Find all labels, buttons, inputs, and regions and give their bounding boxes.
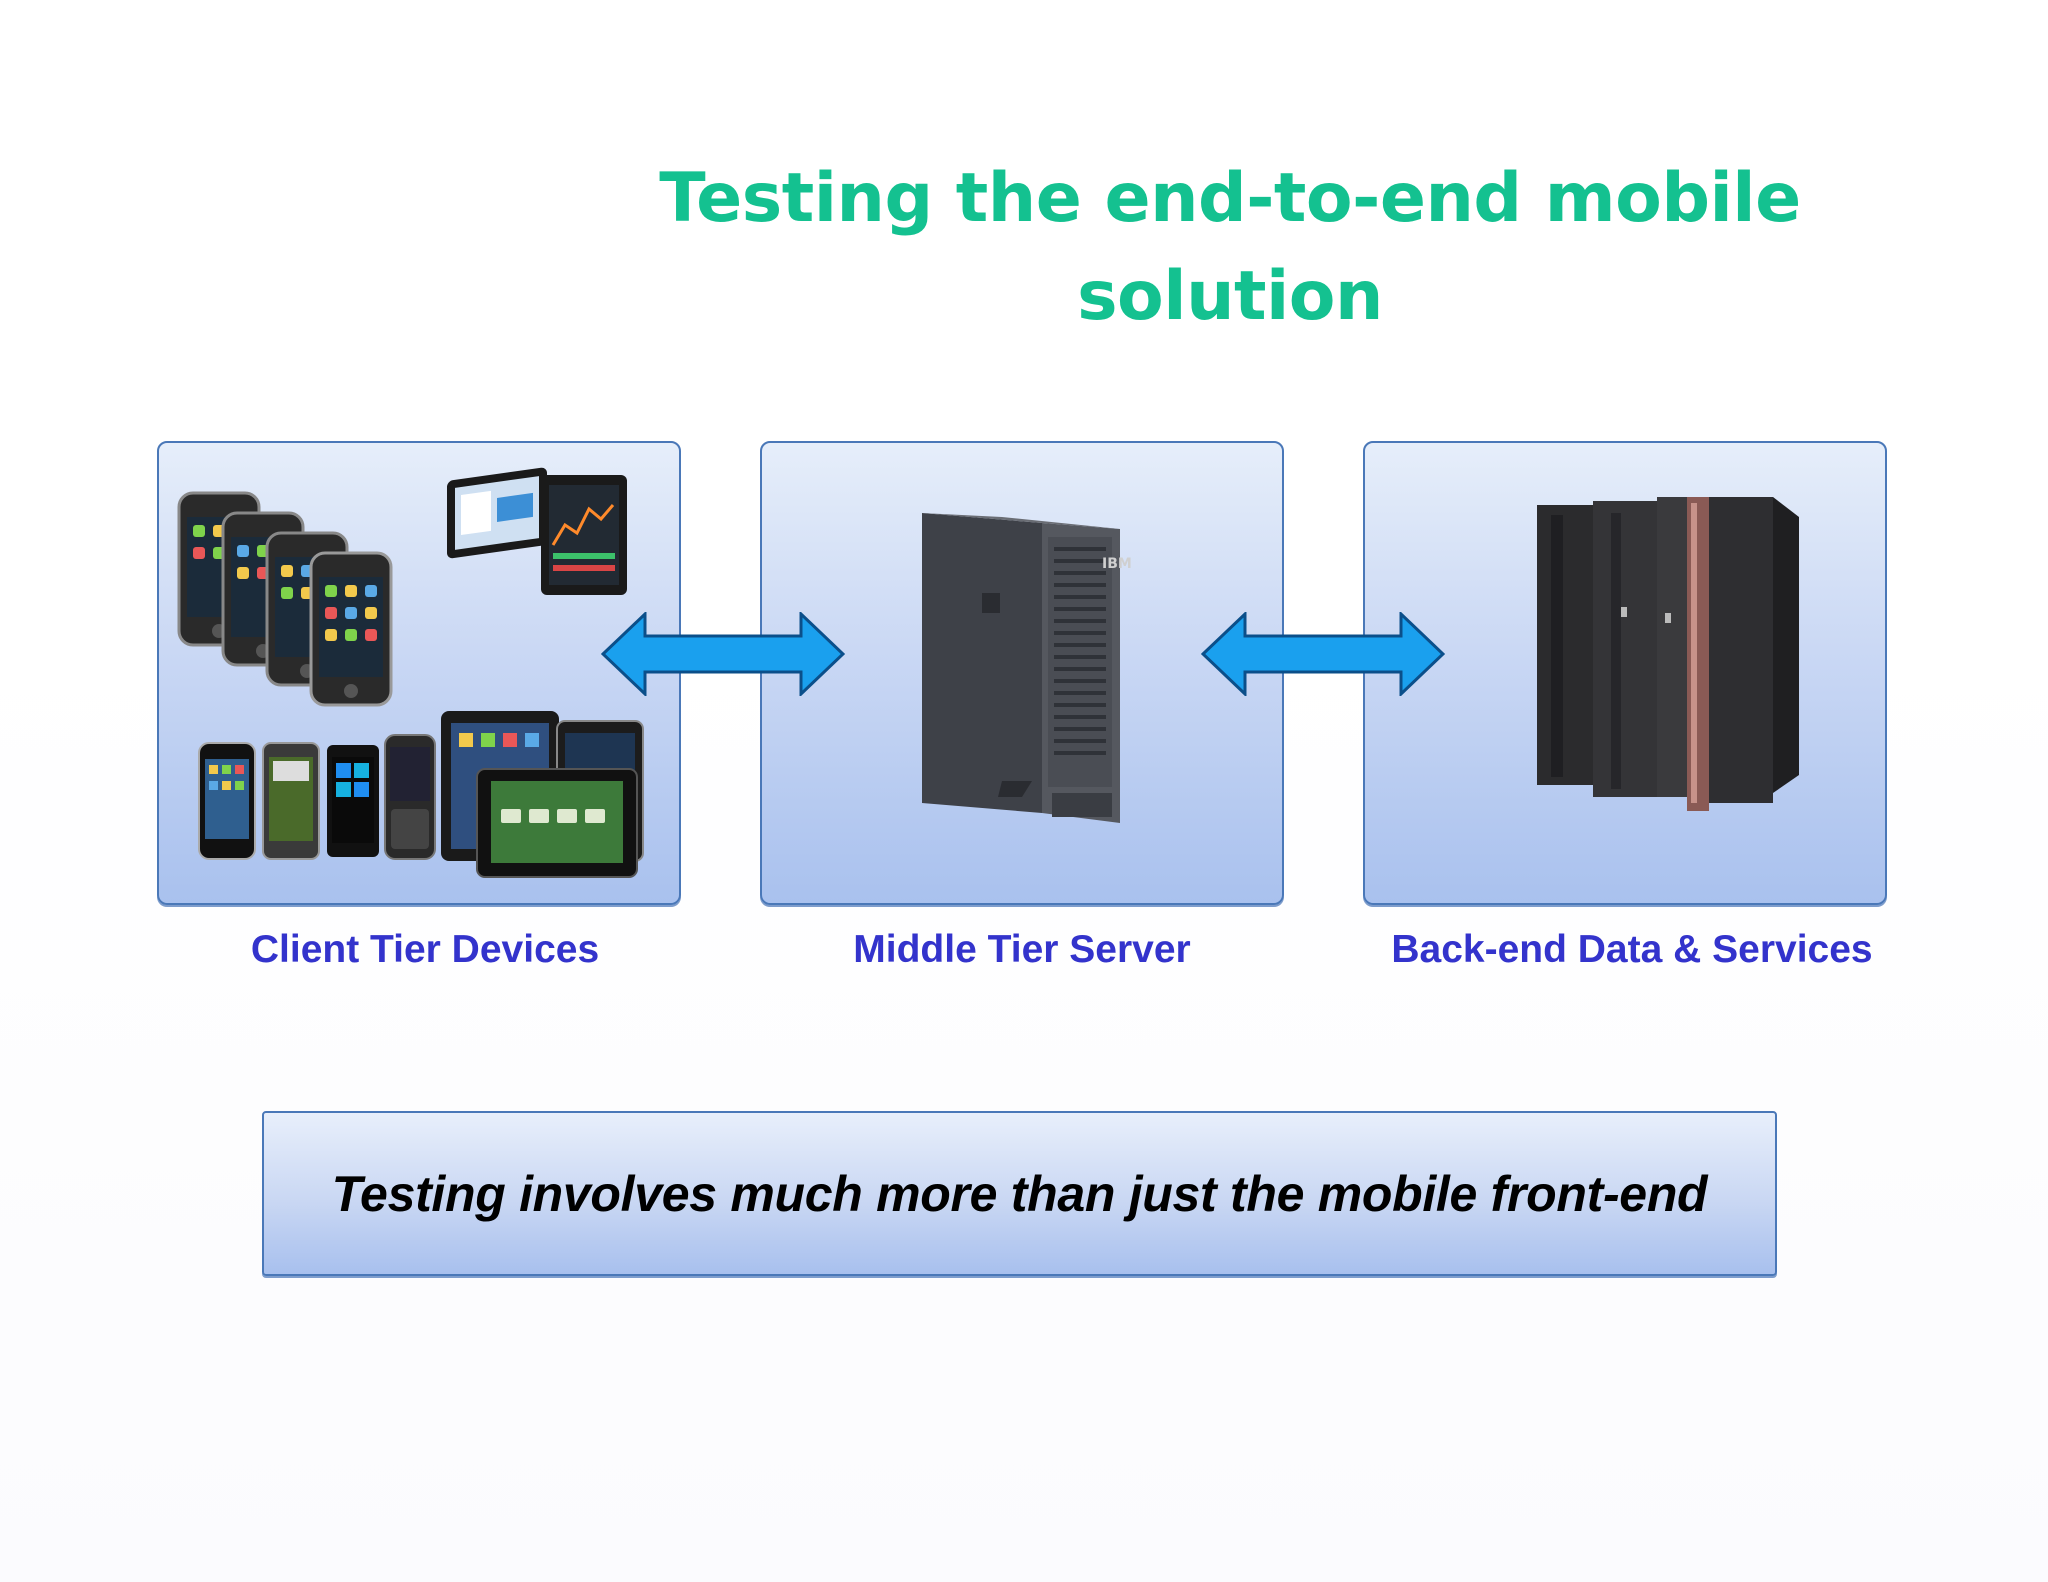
middle-tier-box: IBM (760, 441, 1284, 905)
svg-text:IBM: IBM (1102, 556, 1132, 572)
slide-title: Testing the end-to-end mobile solution (659, 159, 1801, 336)
mainframe-rack (1537, 497, 1799, 811)
backend-tier-label: Back-end Data & Services (1391, 928, 1873, 971)
callout-text: Testing involves much more than just the… (331, 1166, 1708, 1222)
middle-tier-label: Middle Tier Server (853, 928, 1191, 971)
client-tier-box (157, 441, 681, 905)
tablet-pair (447, 467, 627, 595)
phone-stack (177, 491, 393, 707)
tower-server-image: IBM (922, 513, 1132, 823)
double-arrow-icon (1201, 612, 1445, 696)
mobile-devices-image (177, 467, 644, 878)
mainframe-image (1537, 497, 1799, 811)
callout-box: Testing involves much more than just the… (262, 1111, 1777, 1276)
server-tower: IBM (922, 513, 1132, 823)
double-arrow-icon (601, 612, 845, 696)
device-row (198, 711, 644, 878)
backend-tier-box (1363, 441, 1887, 905)
client-tier-label: Client Tier Devices (250, 928, 600, 971)
